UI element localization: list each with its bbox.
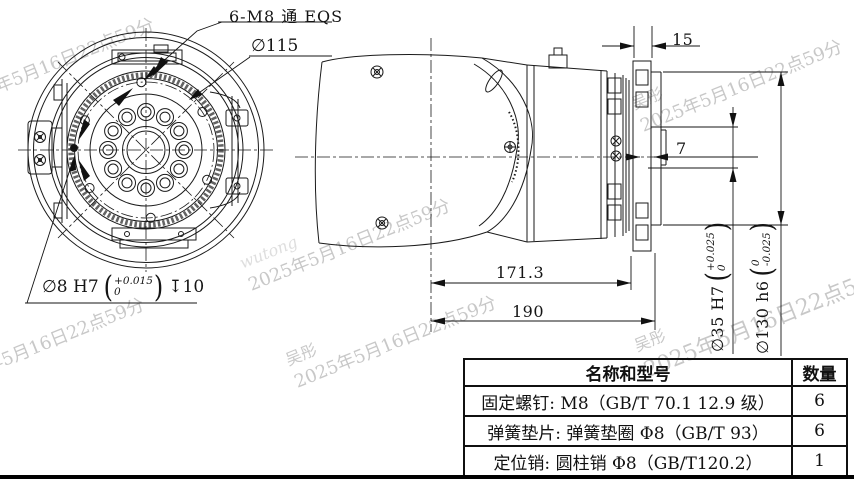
bottom-foot <box>111 227 197 249</box>
body-screws <box>370 65 516 230</box>
part-name: 固定螺钉: M8（GB/T 70.1 12.9 级） <box>463 385 793 417</box>
part-name: 定位销: 圆柱销 Φ8（GB/T120.2） <box>463 445 793 477</box>
parts-table-header-row: 名称和型号 数量 <box>463 358 848 387</box>
table-row: 固定螺钉: M8（GB/T 70.1 12.9 级） 6 <box>463 385 848 417</box>
part-name: 弹簧垫片: 弹簧垫圈 Φ8（GB/T 93） <box>463 415 793 447</box>
front-centerlines <box>18 28 274 272</box>
sheet-bottom-border <box>0 475 854 479</box>
flange-dia-label: ∅130 h6 <box>752 280 772 354</box>
part-qty: 6 <box>791 385 848 417</box>
dowel-hole <box>70 144 78 152</box>
body-outline <box>314 54 488 248</box>
paren-open: ( <box>699 272 735 282</box>
left-tab <box>27 120 53 175</box>
left-mount-flat <box>27 79 68 223</box>
paren-close: ) <box>699 221 735 232</box>
right-clevis <box>209 91 249 209</box>
side-view <box>295 38 712 332</box>
tol-lower: 0 <box>716 264 728 272</box>
paren-close: ) <box>153 269 164 305</box>
dim-171-label: 171.3 <box>495 263 545 282</box>
col-header-name: 名称和型号 <box>463 358 793 387</box>
dimension-lines <box>25 21 788 356</box>
dome-outer <box>481 57 533 233</box>
paren-open: ( <box>103 269 114 305</box>
tol-lower: 0 <box>114 286 121 298</box>
dim-15-label: 15 <box>672 30 694 49</box>
bore-dia-label: ∅35 H7 <box>707 285 727 352</box>
table-row: 弹簧垫片: 弹簧垫圈 Φ8（GB/T 93） 6 <box>463 415 848 447</box>
dim-7-label: 7 <box>676 139 687 158</box>
paren-close: ) <box>744 222 780 232</box>
table-row: 定位销: 圆柱销 Φ8（GB/T120.2） 1 <box>463 445 848 477</box>
part-qty: 6 <box>791 415 848 447</box>
hole-ring <box>99 103 193 197</box>
part-qty: 1 <box>791 445 848 477</box>
flange-tolerance: (0-0.025) <box>744 222 780 277</box>
notched-ring <box>607 73 624 237</box>
paren-open: ( <box>744 267 780 277</box>
tol-upper: +0.015 <box>114 275 153 287</box>
front-view <box>18 28 274 272</box>
dome-inner <box>473 63 519 227</box>
dowel-dia-label: ∅8 H7 <box>42 277 99 297</box>
dim-190-label: 190 <box>511 302 545 321</box>
parts-table: 名称和型号 数量 固定螺钉: M8（GB/T 70.1 12.9 级） 6 弹簧… <box>463 358 848 477</box>
dimension-arrows <box>69 42 785 325</box>
dowel-depth-label: ↧10 <box>168 277 205 297</box>
top-bracket <box>111 44 183 65</box>
col-header-qty: 数量 <box>791 358 848 387</box>
bolt-callout-label: 6-M8 通 EQS <box>229 7 344 26</box>
tol-lower: -0.025 <box>761 232 773 267</box>
side-centerlines <box>295 38 712 332</box>
bolt-circle-dia-label: ∅115 <box>251 36 299 56</box>
vent-slot <box>485 69 503 93</box>
